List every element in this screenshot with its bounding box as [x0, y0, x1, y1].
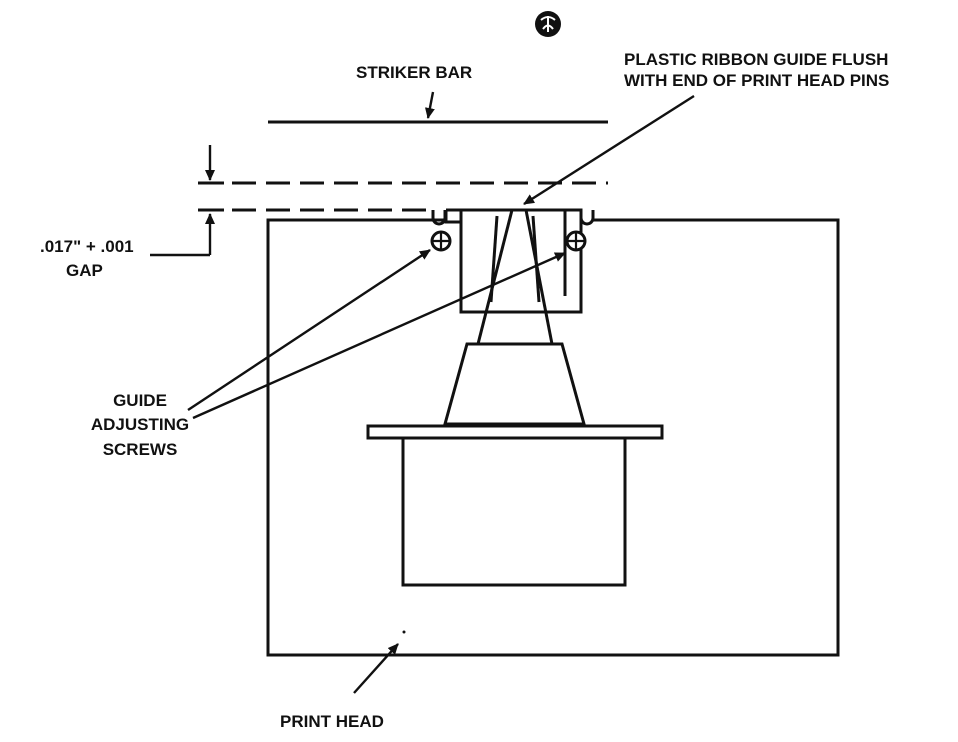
gap-word-label: GAP: [66, 261, 103, 280]
gap-reference-lines: [198, 181, 608, 212]
print-head-pins: [476, 208, 554, 345]
striker-bar-leader: [424, 91, 435, 119]
print-head-cone: [443, 342, 586, 426]
ribbon-guide-bracket: [444, 208, 583, 314]
striker-bar-label: STRIKER BAR: [356, 63, 472, 82]
gap-dimension-arrows: [150, 145, 215, 257]
screws-label-line1: GUIDE: [113, 391, 167, 410]
print-head-block: [401, 436, 627, 587]
right-guide-screw: [565, 230, 587, 252]
screws-leader-left: [187, 248, 431, 412]
screws-leader-right: [192, 251, 566, 420]
hazard-symbol-icon: [535, 11, 561, 37]
left-guide-screw: [430, 230, 452, 252]
ribbon-guide-label-line1: PLASTIC RIBBON GUIDE FLUSH: [624, 50, 888, 69]
print-head-leader: [353, 643, 399, 694]
gap-value-label: .017" + .001: [40, 237, 134, 256]
left-screw-notch: [431, 210, 447, 226]
print-head-body: [266, 218, 840, 657]
print-head-flange: [366, 424, 664, 440]
ribbon-guide-leader: [523, 94, 695, 206]
print-head-label: PRINT HEAD: [280, 712, 384, 731]
screws-label-line3: SCREWS: [103, 440, 178, 459]
ribbon-guide-label-line2: WITH END OF PRINT HEAD PINS: [624, 71, 889, 90]
screws-label-line2: ADJUSTING: [91, 415, 189, 434]
right-screw-notch: [579, 210, 595, 226]
